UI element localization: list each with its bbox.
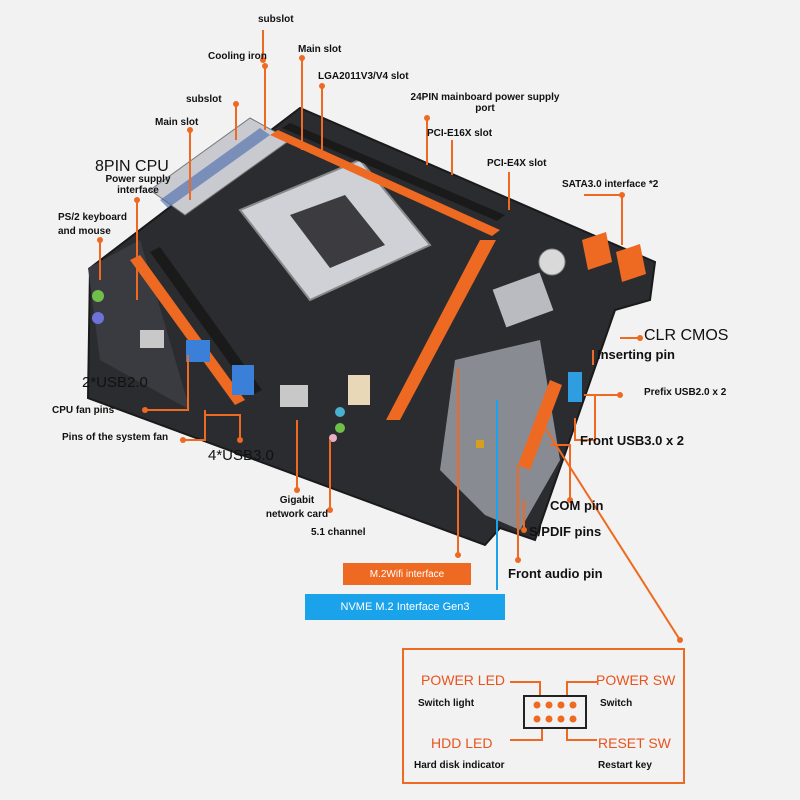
label-subslot-left: subslot <box>186 94 222 105</box>
motherboard-illustration <box>86 106 657 547</box>
m2-connector <box>476 440 484 448</box>
label-8pin-power-line1: Power supply <box>105 174 171 185</box>
label-4usb3: 4*USB3.0 <box>208 447 274 464</box>
label-main-slot-top: Main slot <box>298 44 342 55</box>
pcie-slots <box>386 240 562 470</box>
label-subslot-top: subslot <box>258 14 294 25</box>
label-gigabit-line2: network card <box>265 509 329 520</box>
legend-restart-key: Restart key <box>598 760 652 771</box>
label-spdif: S/PDIF pins <box>529 524 602 539</box>
label-main-slot-left: Main slot <box>155 117 199 128</box>
legend-switch: Switch <box>600 698 633 709</box>
label-prefix-usb: Prefix USB2.0 x 2 <box>644 387 727 398</box>
label-sata: SATA3.0 interface *2 <box>562 179 659 190</box>
legend-power-led: POWER LED <box>421 672 506 688</box>
label-8pin-power-supply: Power supply interface <box>96 174 180 196</box>
leader-dots <box>97 55 683 643</box>
leader-lines <box>99 30 681 641</box>
label-gigabit: Gigabit network card <box>252 494 342 522</box>
label-front-usb3: Front USB3.0 x 2 <box>580 433 685 448</box>
label-ps2: PS/2 keyboard and mouse <box>58 211 127 239</box>
label-front-audio: Front audio pin <box>508 566 603 581</box>
ram-slots <box>130 123 505 405</box>
legend-reset-sw: RESET SW <box>598 735 671 751</box>
sata-ports <box>582 232 646 282</box>
label-m2-wifi: M.2Wifi interface <box>343 563 471 585</box>
label-ps2-line2: and mouse <box>58 226 111 237</box>
label-8pin-power-line2: interface <box>117 185 159 196</box>
label-2usb2: 2*USB2.0 <box>82 374 148 391</box>
label-8pin-cpu: 8PIN CPU <box>95 158 169 175</box>
label-ps2-line1: PS/2 keyboard <box>58 212 127 223</box>
label-pcie16: PCI-E16X slot <box>427 128 493 139</box>
label-24pin-power: 24PIN mainboard power supply port <box>400 92 570 114</box>
label-inserting-pin: Inserting pin <box>597 347 675 362</box>
label-24pin-power-line1: 24PIN mainboard power supply <box>410 92 560 103</box>
label-com-pin: COM pin <box>550 498 604 513</box>
label-pcie4: PCI-E4X slot <box>487 158 547 169</box>
label-lga-slot: LGA2011V3/V4 slot <box>318 71 409 82</box>
label-nvme: NVME M.2 Interface Gen3 <box>305 594 505 620</box>
label-cpu-fan: CPU fan pins <box>52 405 115 416</box>
label-sys-fan: Pins of the system fan <box>62 432 169 443</box>
cmos-battery <box>538 248 566 276</box>
legend-switch-light: Switch light <box>418 698 475 709</box>
front-panel-pin-diagram <box>510 681 597 741</box>
legend-power-sw: POWER SW <box>596 672 676 688</box>
label-gigabit-line1: Gigabit <box>279 495 315 506</box>
label-cooling-iron: Cooling iron <box>208 51 267 62</box>
front-usb3-header <box>568 372 582 402</box>
legend-hdd-led: HDD LED <box>431 735 493 751</box>
cpu-socket <box>238 158 432 302</box>
io-ports <box>92 290 370 442</box>
label-clr-cmos: CLR CMOS <box>644 327 729 344</box>
chipset-heatsink <box>492 272 554 328</box>
front-panel-legend: POWER LED POWER SW Switch light Switch H… <box>402 648 685 784</box>
label-24pin-power-line2: port <box>475 103 495 114</box>
legend-hdd-indicator: Hard disk indicator <box>414 760 505 771</box>
label-5-1-channel: 5.1 channel <box>311 527 366 538</box>
